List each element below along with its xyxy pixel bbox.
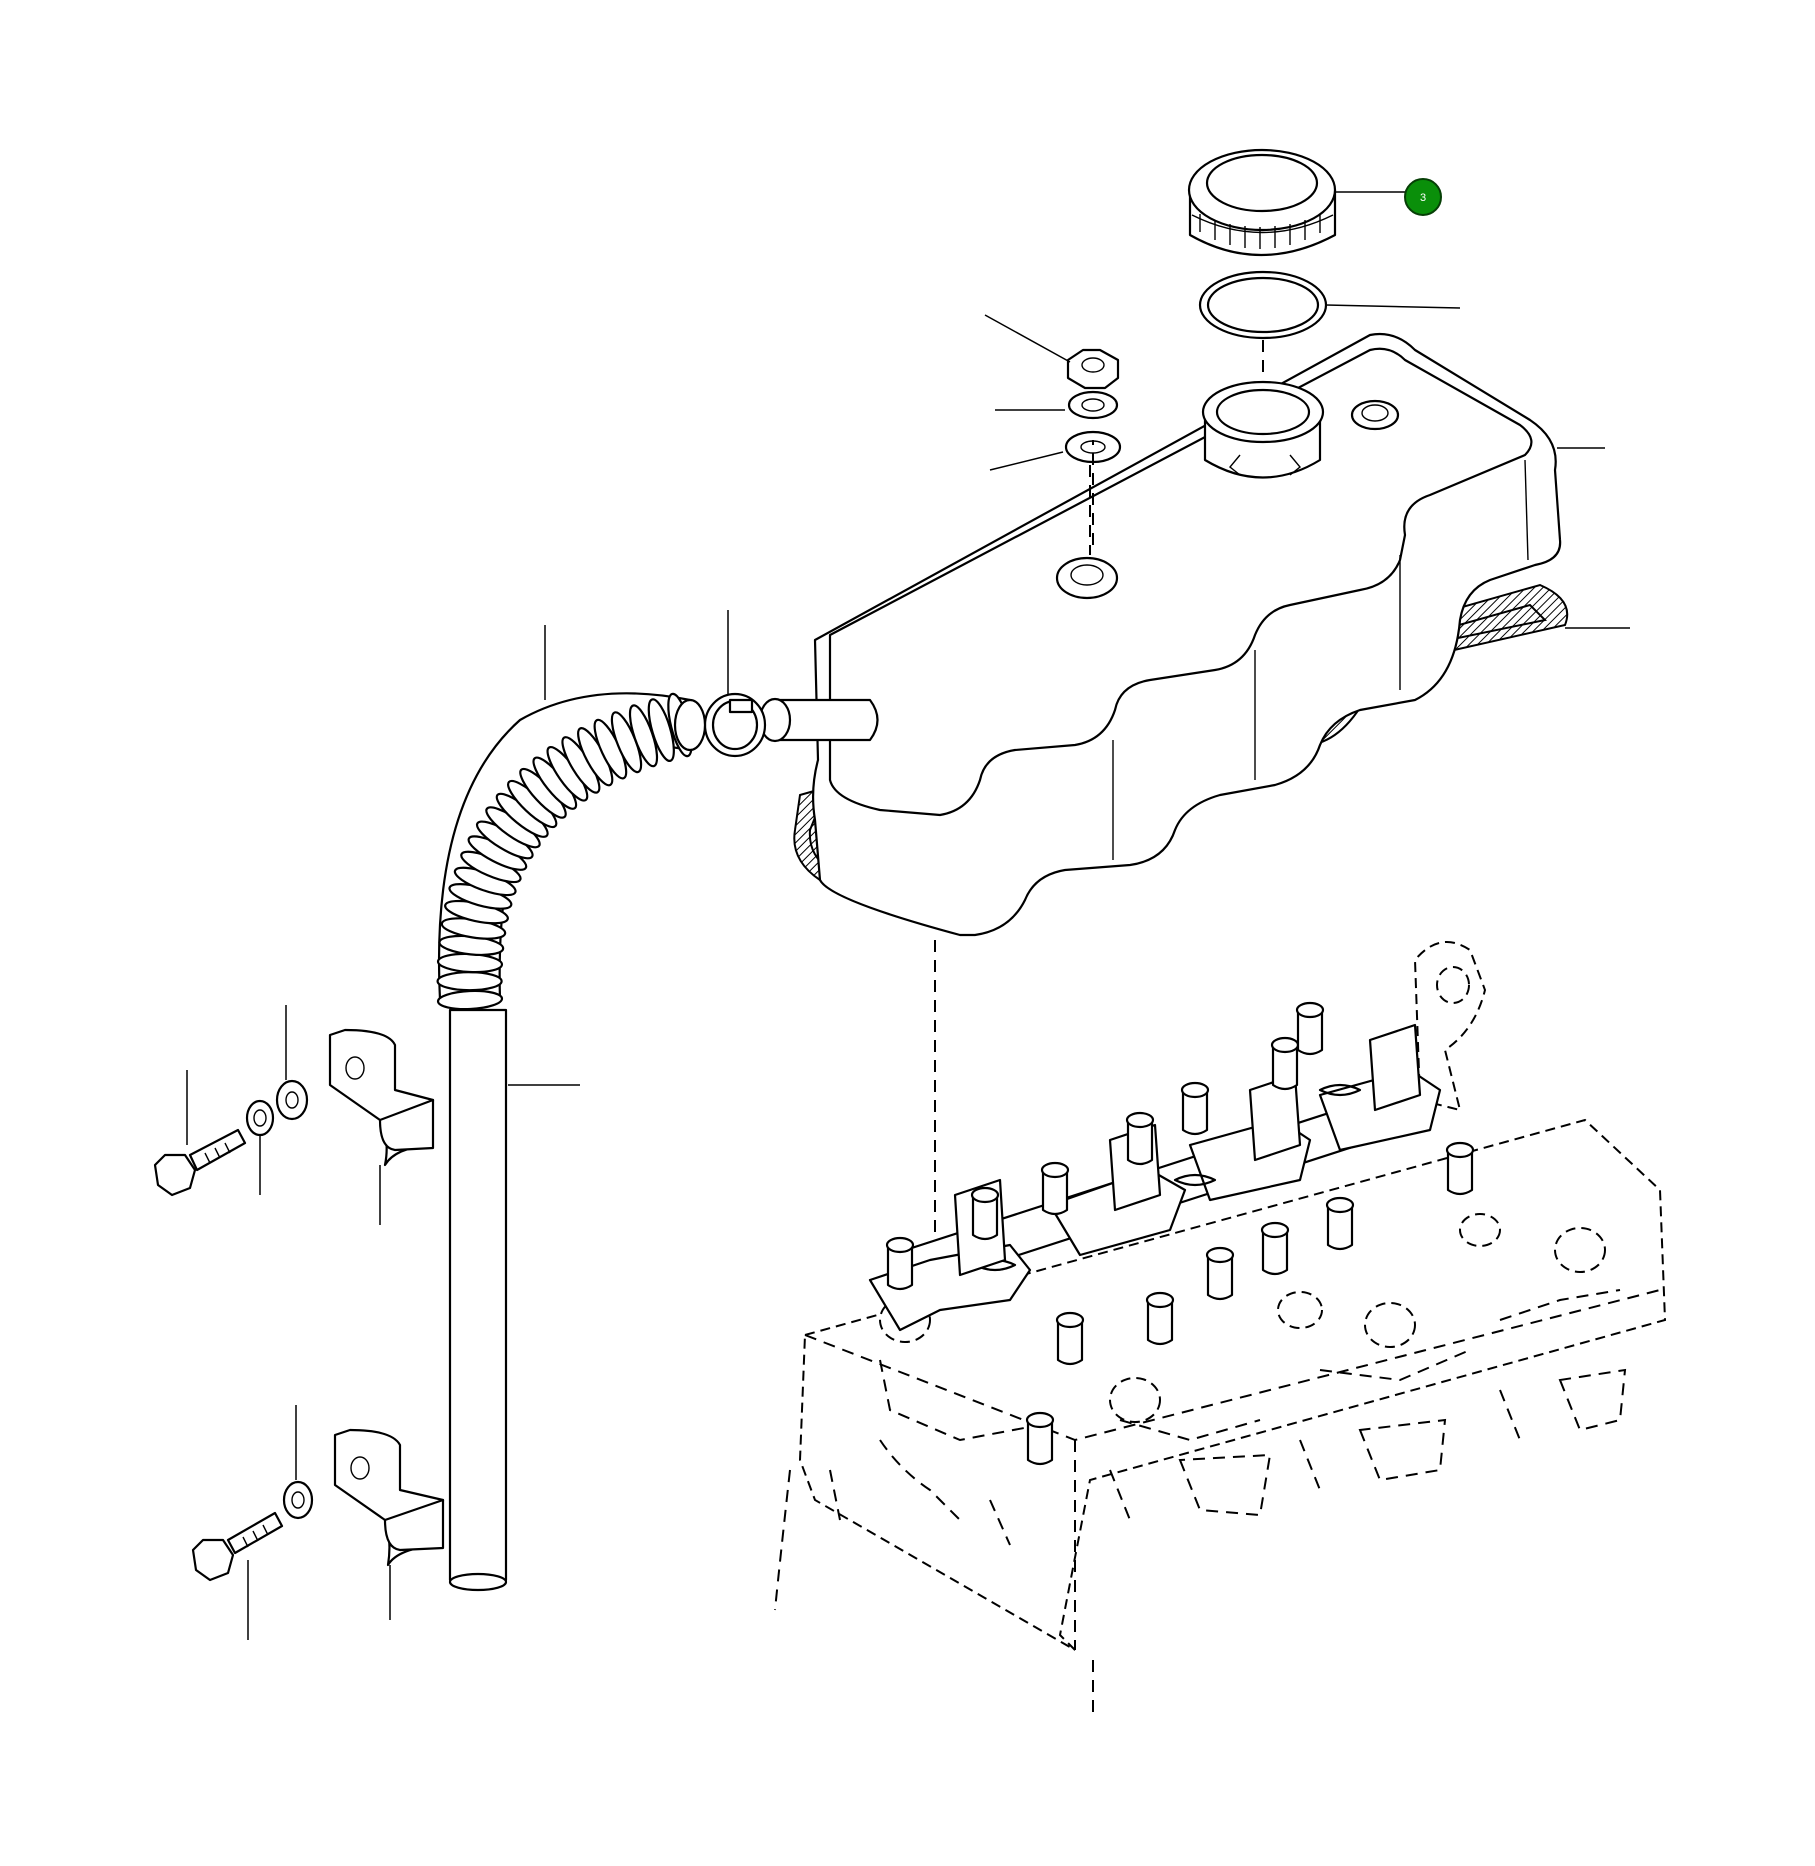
stud-nut bbox=[1145, 1291, 1175, 1309]
stud-body bbox=[1206, 1253, 1234, 1301]
stud-body bbox=[1181, 1088, 1209, 1136]
rocker-studs bbox=[885, 1001, 1475, 1466]
stud-body bbox=[1271, 1043, 1299, 1091]
lower-bolt bbox=[191, 1511, 284, 1582]
lower-lock-washer bbox=[282, 1480, 314, 1520]
stud-nut bbox=[1445, 1141, 1475, 1159]
upper-washer bbox=[275, 1079, 309, 1121]
stud-nut bbox=[1325, 1196, 1355, 1214]
stud-body bbox=[886, 1243, 914, 1291]
stud-body bbox=[971, 1193, 999, 1241]
stud-nut bbox=[970, 1186, 1000, 1204]
stud-body bbox=[1126, 1118, 1154, 1166]
stud-nut bbox=[1270, 1036, 1300, 1054]
stud-body bbox=[1326, 1203, 1354, 1251]
stud-nut bbox=[1125, 1111, 1155, 1129]
upper-lock-washer bbox=[245, 1099, 275, 1137]
callout-number: 3 bbox=[1420, 192, 1426, 204]
stud-body bbox=[1261, 1228, 1289, 1276]
stud-nut bbox=[885, 1236, 915, 1254]
stud-nut bbox=[1295, 1001, 1325, 1019]
stud-body bbox=[1446, 1148, 1474, 1196]
cylinder-head bbox=[774, 940, 1667, 1720]
breather-hose bbox=[436, 692, 707, 1011]
stud-body bbox=[1296, 1008, 1324, 1056]
rocker-arm-assembly bbox=[868, 1023, 1442, 1332]
lower-pipe-clip bbox=[333, 1428, 445, 1567]
hose-clamp bbox=[703, 692, 767, 758]
hose-corrugation bbox=[647, 698, 675, 762]
stud-body bbox=[1056, 1318, 1084, 1366]
rocker-cover bbox=[758, 332, 1562, 937]
breather-pipe bbox=[448, 1008, 508, 1592]
upper-pipe-clip bbox=[328, 1028, 435, 1167]
nut-and-washers bbox=[1064, 348, 1122, 464]
stud-body bbox=[1146, 1298, 1174, 1346]
filler-cap-o-ring bbox=[1198, 270, 1328, 340]
stud-nut bbox=[1205, 1246, 1235, 1264]
oil-filler-cap bbox=[1187, 148, 1337, 256]
stud-nut bbox=[1025, 1411, 1055, 1429]
hose-corrugation bbox=[436, 971, 503, 992]
callout-badge[interactable]: 3 bbox=[1404, 178, 1442, 216]
stud-nut bbox=[1180, 1081, 1210, 1099]
stud-nut bbox=[1260, 1221, 1290, 1239]
upper-bolt bbox=[153, 1128, 247, 1197]
stud-nut bbox=[1055, 1311, 1085, 1329]
stud-nut bbox=[1040, 1161, 1070, 1179]
stud-body bbox=[1026, 1418, 1054, 1466]
stud-body bbox=[1041, 1168, 1069, 1216]
